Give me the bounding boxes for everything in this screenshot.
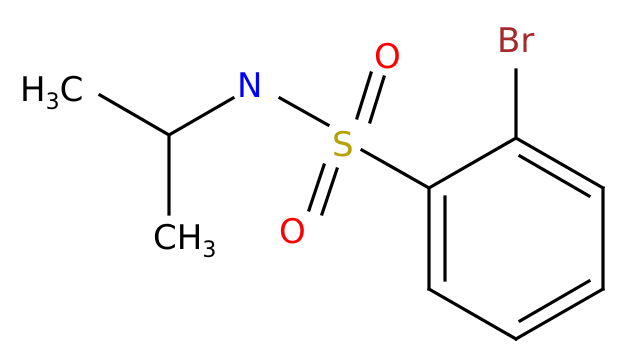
s-o-bottom-bond-a [306, 162, 327, 213]
s-o-bottom-bond-b [319, 166, 340, 217]
c-s-bond [359, 147, 432, 191]
methyl-right-ch: CH [153, 218, 202, 258]
bonds [97, 68, 606, 342]
methyl-left-label: H3C [20, 70, 83, 115]
ring-bond-6 [426, 135, 519, 191]
ring-bond-3-inner [517, 278, 592, 324]
bromine-label: Br [497, 21, 534, 61]
ring-bond-1-inner [517, 153, 592, 199]
n-ch-bond [166, 95, 236, 138]
ring-bond-4 [426, 286, 519, 342]
ch-methyl-left-bond [97, 92, 172, 138]
s-n-bond [277, 95, 331, 128]
oxygen-bottom-label: O [279, 212, 306, 252]
methyl-left-h: H [20, 70, 46, 110]
s-o-top-bond-b [367, 74, 387, 125]
methyl-left-subscript: 3 [46, 90, 60, 115]
s-o-top-bond-a [354, 70, 374, 121]
methyl-right-subscript: 3 [202, 238, 216, 263]
nitrogen-label: N [237, 66, 262, 106]
sulfur-label: S [332, 125, 354, 165]
oxygen-top-label: O [374, 37, 401, 77]
methyl-left-c: C [60, 70, 84, 110]
ring-bond-3 [513, 286, 606, 342]
ring-bond-1 [513, 135, 606, 191]
methyl-right-label: CH3 [153, 218, 216, 263]
atom-labels: Br N S O O H3C CH3 [20, 21, 534, 263]
